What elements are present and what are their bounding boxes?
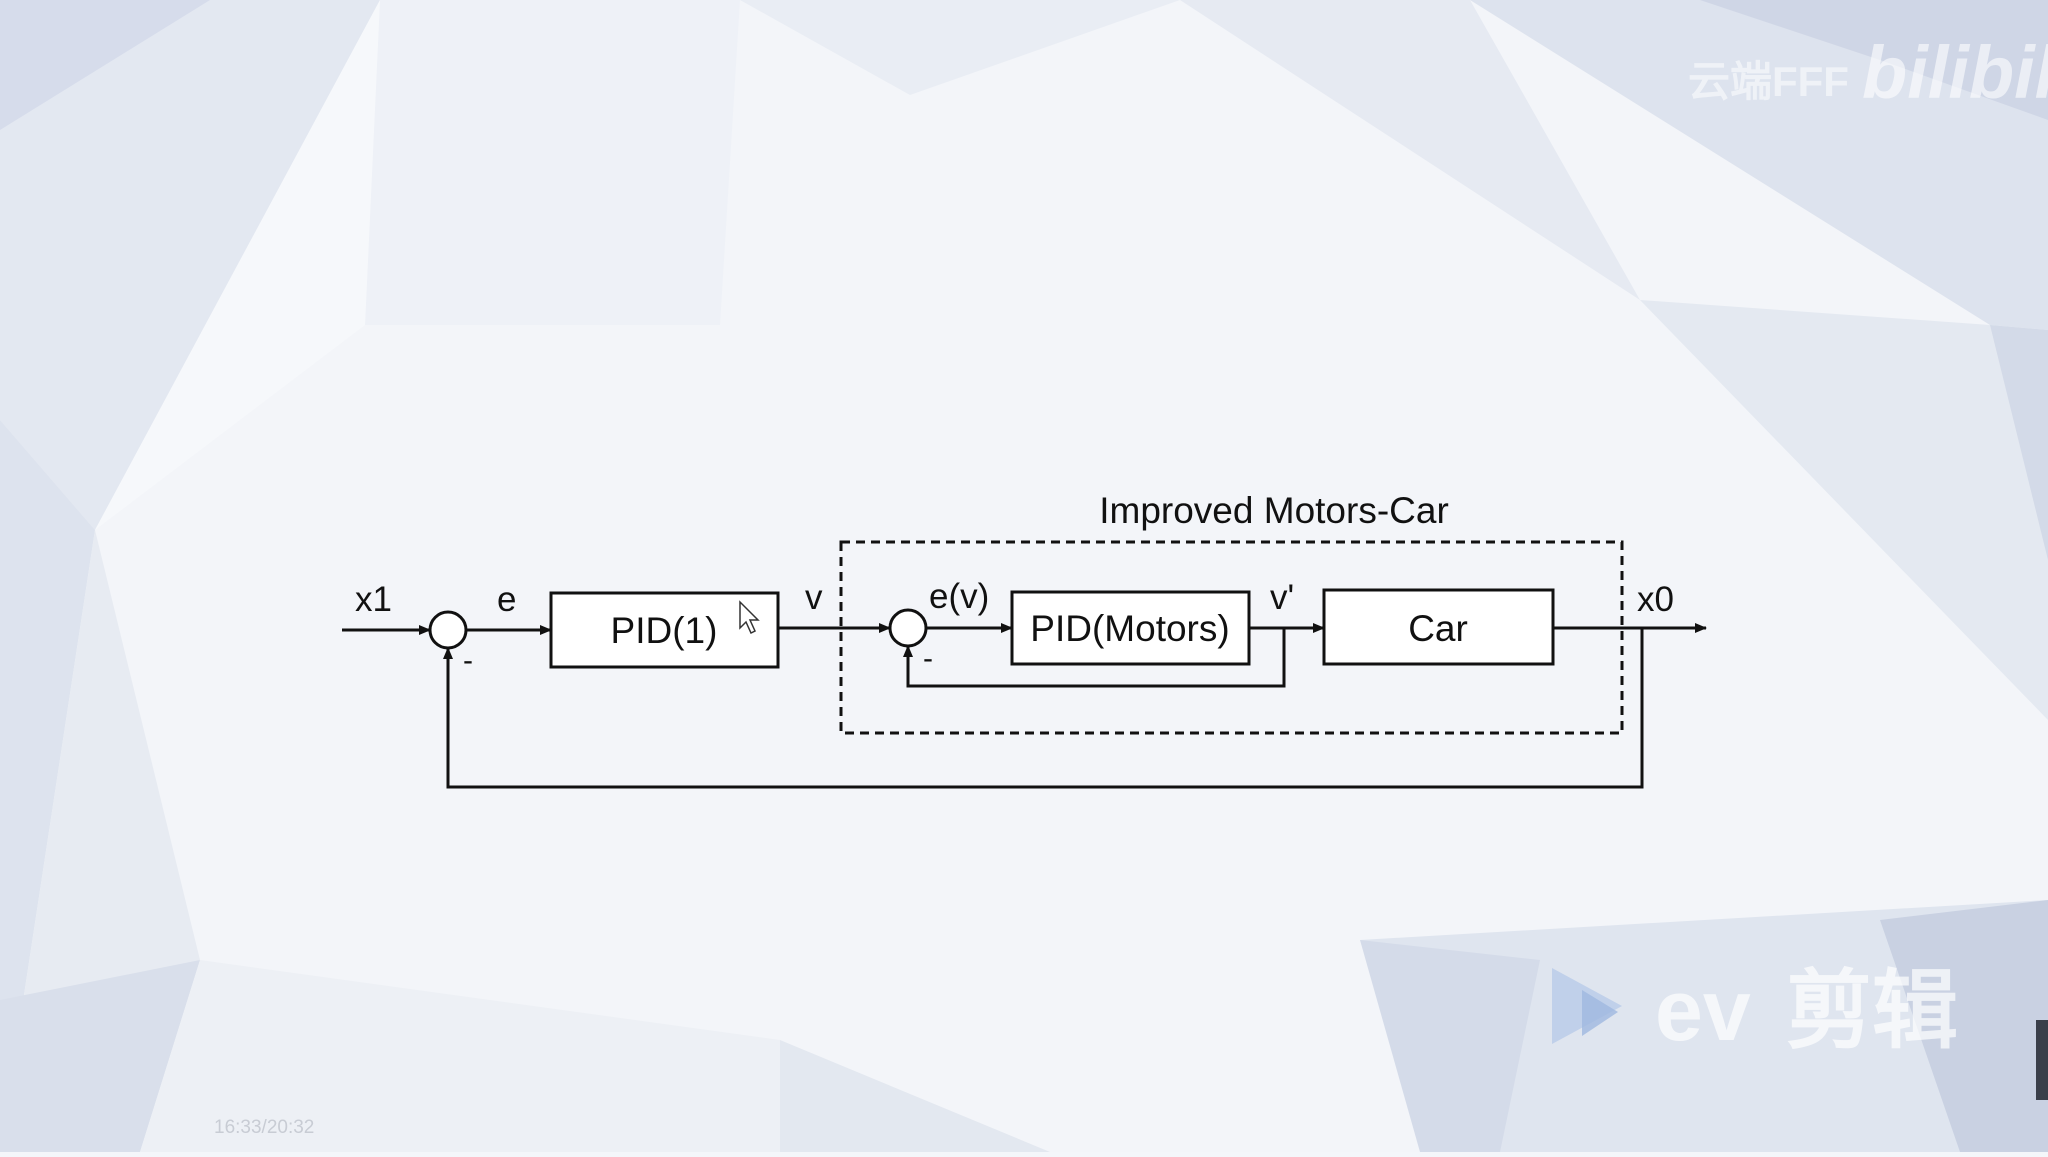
outer-summing-junction <box>428 610 468 650</box>
pid-motors-label: PID(Motors) <box>1030 608 1229 649</box>
mouse-cursor-icon <box>739 600 760 635</box>
watermark-brand-logo: bilibili <box>1862 31 2048 114</box>
improved-motors-car-group <box>839 540 1624 735</box>
playback-time: 16:33/20:32 <box>214 1117 314 1138</box>
watermark-channel-text: 云端FFF <box>1688 58 1849 105</box>
editor-watermark-prefix: ev <box>1655 963 1751 1059</box>
editor-watermark: ev 剪辑 <box>1552 963 1958 1059</box>
watermark-channel: 云端FFF <box>1688 58 1849 105</box>
inner-summing-junction <box>888 608 928 648</box>
group-title: Improved Motors-Car <box>1099 490 1449 531</box>
player-status: 16:33/20:32 <box>214 1020 2048 1138</box>
car-label: Car <box>1408 608 1468 649</box>
pid1-label: PID(1) <box>611 610 718 651</box>
inner-minus-sign: - <box>923 642 933 675</box>
output-signal-label: x0 <box>1637 580 1674 619</box>
editor-watermark-name: 剪辑 <box>1786 963 1958 1059</box>
outer-feedback-line <box>443 628 1644 789</box>
velocity-feedback-label: v' <box>1270 578 1294 617</box>
velocity-signal-label: v <box>805 578 823 617</box>
play-triangle-inner-icon <box>1582 990 1618 1036</box>
block-diagram <box>342 540 1707 789</box>
error-signal-label: e <box>497 580 516 619</box>
bilibili-logo: bilibili <box>1862 31 2048 114</box>
edge-tab <box>2036 1020 2048 1100</box>
velocity-error-label: e(v) <box>929 577 989 616</box>
inner-feedback-line <box>903 628 1286 688</box>
input-signal-label: x1 <box>355 580 392 619</box>
outer-minus-sign: - <box>463 644 473 677</box>
